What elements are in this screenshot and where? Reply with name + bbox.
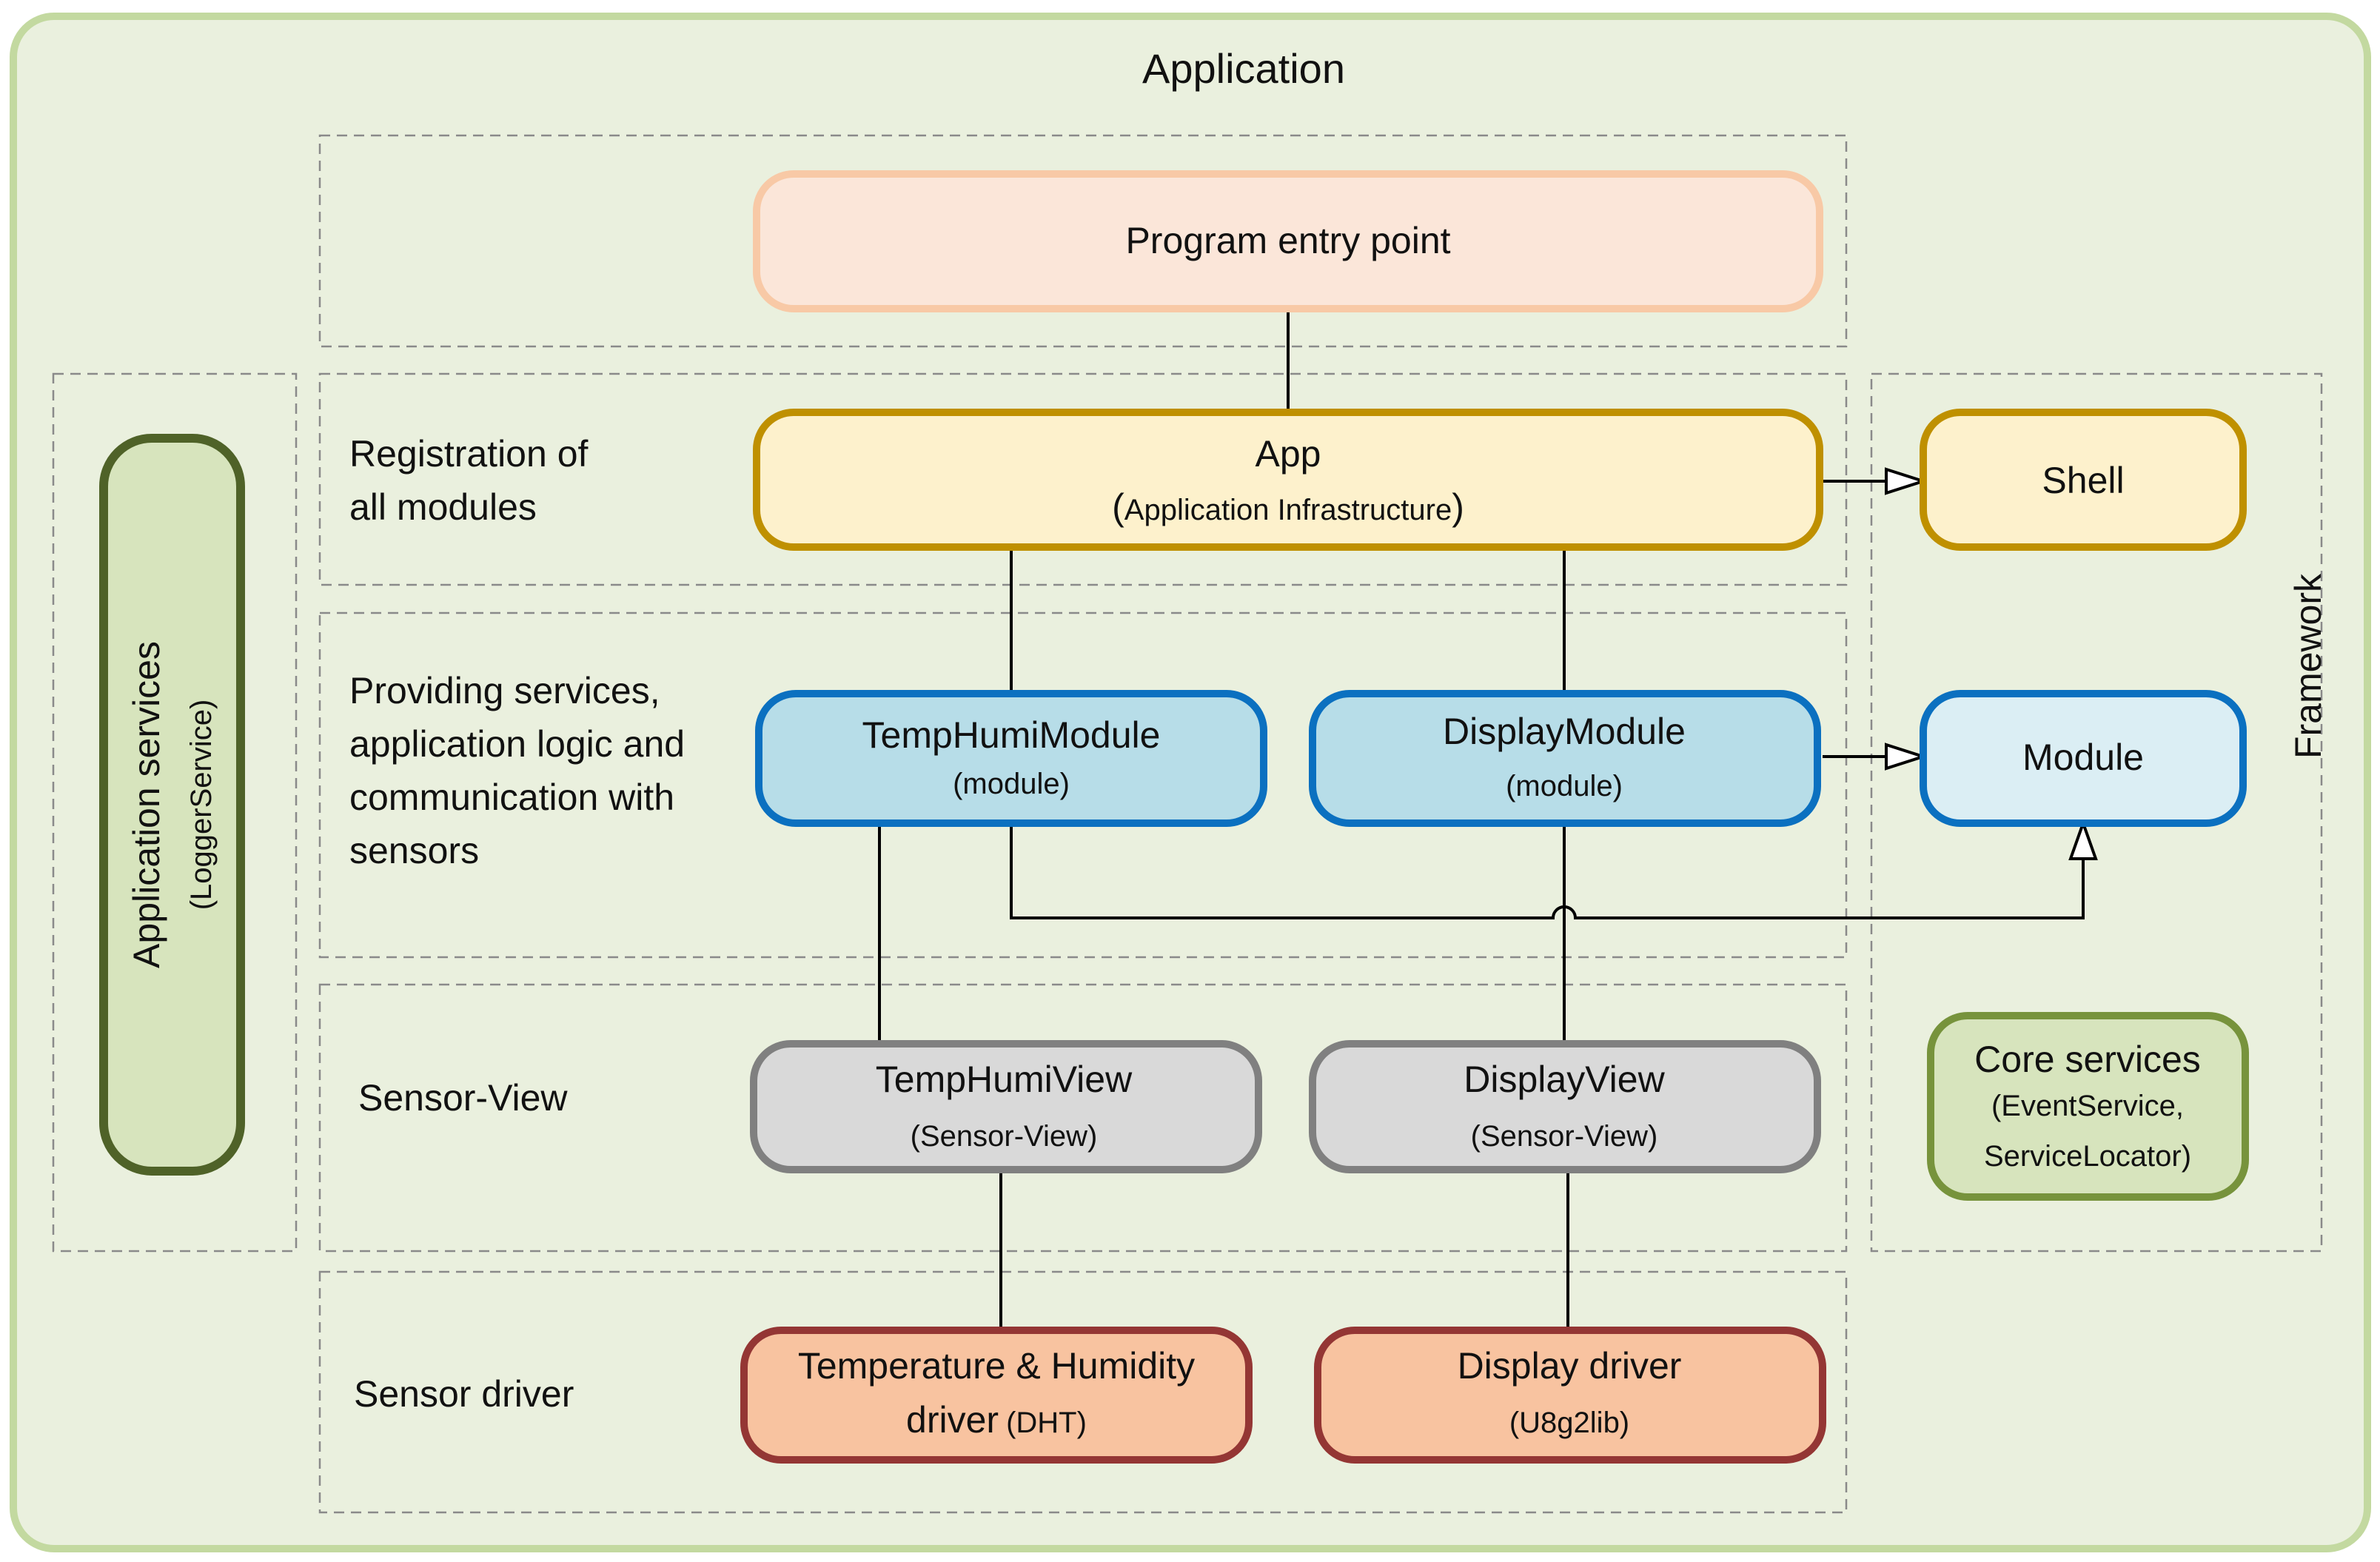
application-title: Application (1142, 45, 1345, 92)
arrow-temphumimodule-module-head (2068, 819, 2098, 860)
app-subtitle: (Application Infrastructure) (1112, 486, 1464, 528)
temp-driver-sub: driver(DHT) (906, 1399, 1087, 1441)
app-title: App (1256, 433, 1321, 475)
app-services-box (99, 434, 245, 1176)
core-services-box (1927, 1012, 2249, 1201)
registration-label: Registration of all modules (349, 433, 598, 528)
display-view-box (1309, 1040, 1821, 1173)
core-services-sub-2: ServiceLocator) (1984, 1140, 2191, 1173)
sensor-driver-label: Sensor driver (354, 1373, 574, 1415)
program-entry-box (753, 170, 1823, 312)
sensor-view-label: Sensor-View (358, 1077, 568, 1119)
app-services-sub: (LoggerService) (185, 700, 218, 911)
display-view-sub: (Sensor-View) (1471, 1120, 1658, 1153)
temphumi-module-sub: (module) (953, 768, 1070, 800)
temphumi-view-box (750, 1040, 1262, 1173)
temphumi-view-sub: (Sensor-View) (911, 1120, 1098, 1153)
arrow-displaymodule-module-head (1885, 743, 1928, 771)
layer-app-services (52, 372, 298, 1253)
temp-driver-title: Temperature & Humidity (798, 1345, 1195, 1387)
shell-title: Shell (2042, 460, 2124, 501)
display-module-title: DisplayModule (1443, 711, 1686, 752)
app-services-title: Application services (126, 641, 167, 968)
arrow-app-shell-head (1885, 467, 1928, 495)
module-box (1920, 690, 2247, 827)
program-entry-title: Program entry point (1125, 220, 1450, 261)
layer-framework (1870, 372, 2323, 1253)
temp-driver-box (740, 1327, 1253, 1464)
temphumi-view-title: TempHumiView (876, 1059, 1133, 1100)
core-services-title: Core services (1974, 1039, 2201, 1080)
services-label: Providing services, application logic an… (349, 670, 695, 871)
shell-box (1920, 409, 2247, 551)
display-module-sub: (module) (1506, 770, 1623, 802)
display-driver-box (1314, 1327, 1826, 1464)
app-box (753, 409, 1823, 551)
display-driver-sub: (U8g2lib) (1509, 1407, 1629, 1439)
display-module-box (1309, 690, 1821, 827)
framework-label: Framework (2287, 573, 2329, 759)
display-driver-title: Display driver (1458, 1345, 1682, 1387)
layer-view (318, 983, 1848, 1253)
display-view-title: DisplayView (1464, 1059, 1665, 1100)
temphumi-module-title: TempHumiModule (862, 714, 1161, 756)
core-services-sub-1: (EventService, (1991, 1090, 2184, 1122)
layer-driver (318, 1270, 1848, 1514)
temphumi-module-box (755, 690, 1267, 827)
arrow-temphumimodule-module-line (1010, 824, 2085, 919)
module-title: Module (2022, 737, 2144, 778)
